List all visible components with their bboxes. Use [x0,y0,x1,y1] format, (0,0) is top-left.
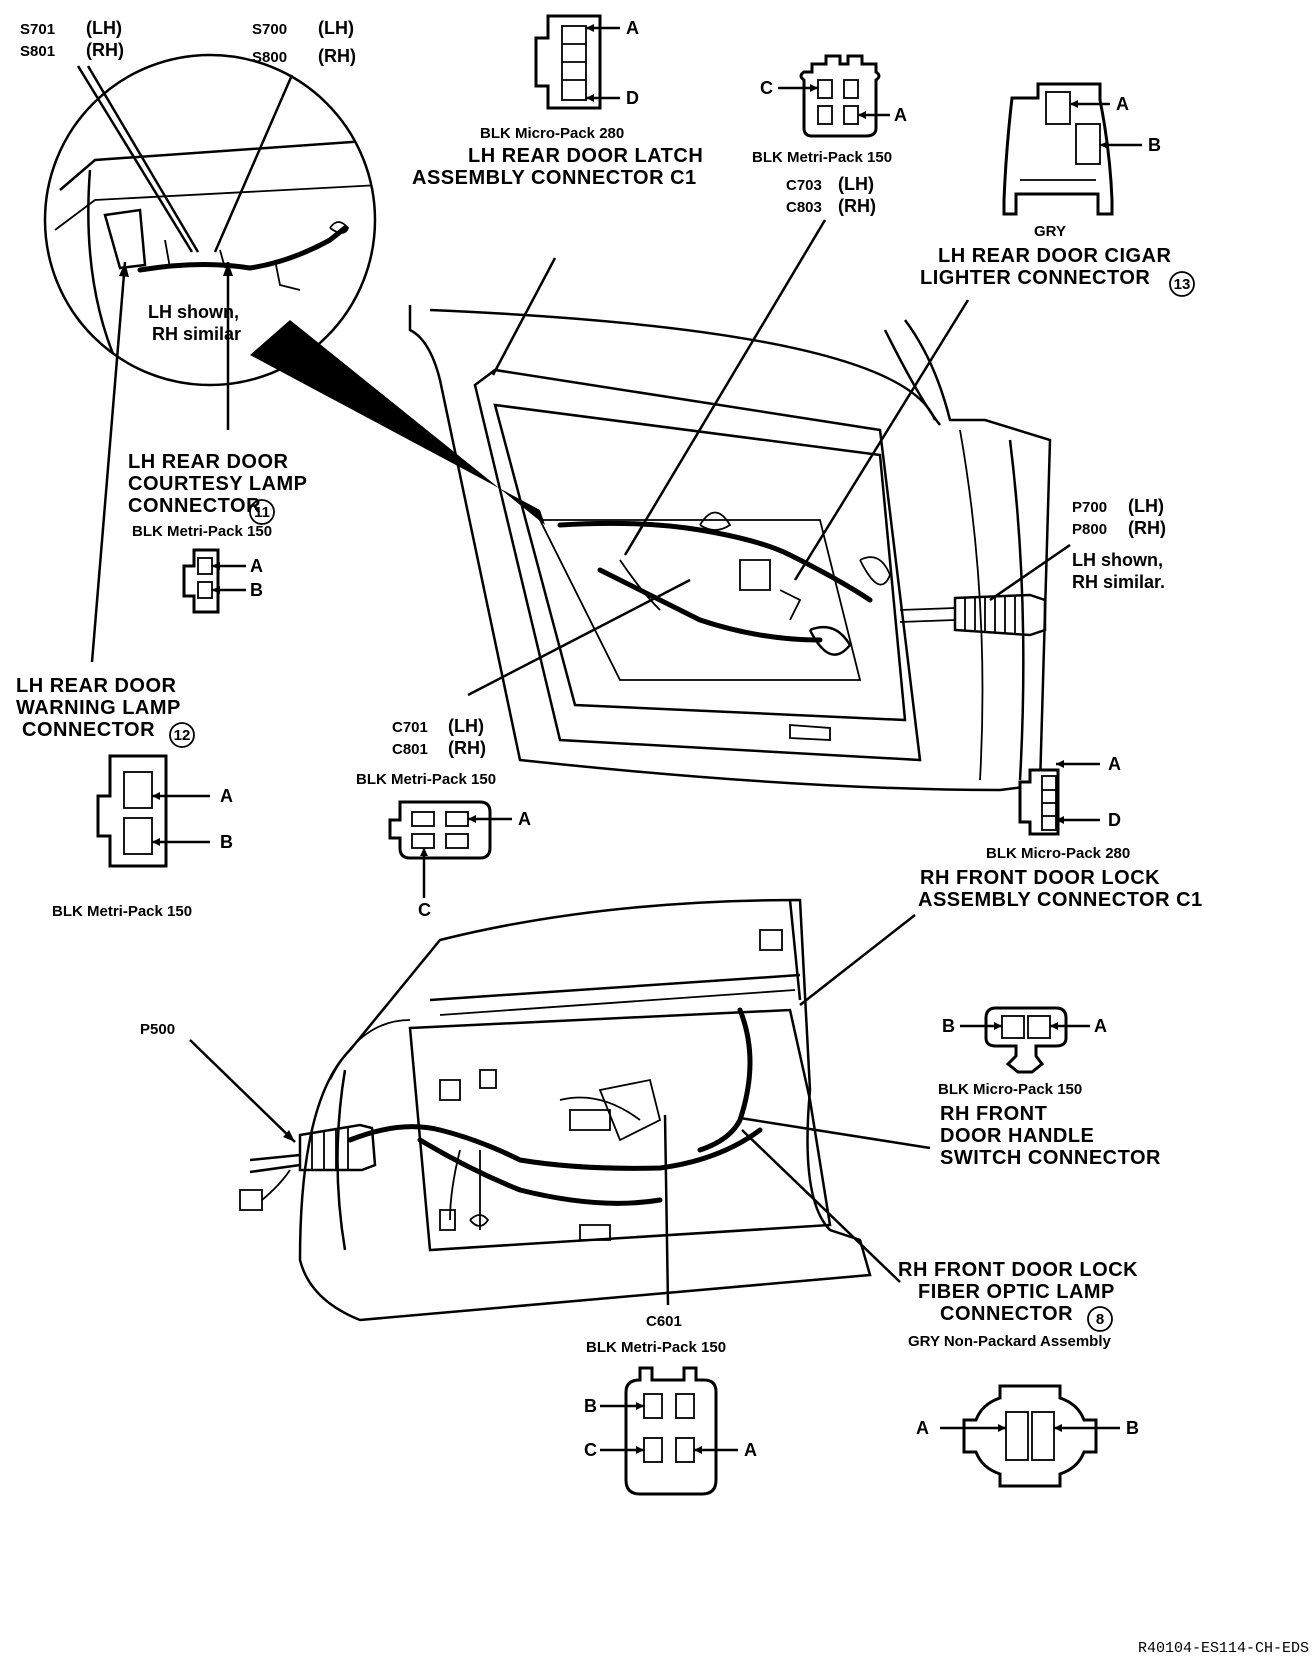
p700-name: P700 [1072,499,1107,516]
fiber-title3: CONNECTOR [940,1303,1073,1325]
fiber-title2: FIBER OPTIC LAMP [918,1281,1115,1303]
c801-name: C801 [392,741,428,758]
c703-pin-c: C [760,78,773,98]
c803-rh: (RH) [838,196,876,216]
fiber-title1: RH FRONT DOOR LOCK [898,1259,1138,1281]
front-lock-type: BLK Micro-Pack 280 [986,845,1130,862]
c701-name: C701 [392,719,428,736]
fiber-type: GRY Non-Packard Assembly [908,1333,1112,1350]
inset-detail: LH shown, RH similar [43,53,545,525]
front-lock-connector: A D BLK Micro-Pack 280 RH FRONT DOOR LOC… [799,754,1203,1006]
p700-lh: (LH) [1128,496,1164,516]
s801-rh: (RH) [86,40,124,60]
s801-label: S801 [20,43,55,60]
fiber-pin-b: B [1126,1418,1139,1438]
handle-title2: DOOR HANDLE [940,1125,1094,1147]
front-lock-title2: ASSEMBLY CONNECTOR C1 [918,889,1203,911]
p700-note1: LH shown, [1072,550,1163,570]
s800-label: S800 [252,49,287,66]
warning-title1: LH REAR DOOR [16,675,177,697]
rear-latch-title2: ASSEMBLY CONNECTOR C1 [412,167,697,189]
p800-name: P800 [1072,521,1107,538]
fiber-pin-a: A [916,1418,929,1438]
front-lock-pin-a: A [1108,754,1121,774]
courtesy-title1: LH REAR DOOR [128,451,289,473]
c703-lh: (LH) [838,174,874,194]
p500-label: P500 [140,1021,296,1143]
s700-lh: (LH) [318,18,354,38]
s700-label: S700 [252,21,287,38]
courtesy-connector: LH REAR DOOR COURTESY LAMP CONNECTOR 11 … [128,262,307,614]
c803-name: C803 [786,199,822,216]
p700-label: P700 (LH) P800 (RH) LH shown, RH similar… [989,496,1166,602]
courtesy-pin-a: A [250,556,263,576]
p800-rh: (RH) [1128,518,1166,538]
c703-name: C703 [786,177,822,194]
handle-pin-b: B [942,1016,955,1036]
handle-title1: RH FRONT [940,1103,1047,1125]
warning-num: 12 [174,727,191,744]
c701-pin-a: A [518,809,531,829]
cigar-title1: LH REAR DOOR CIGAR [938,245,1172,267]
courtesy-pin-b: B [250,580,263,600]
warning-pin-a: A [220,786,233,806]
courtesy-title3: CONNECTOR [128,495,261,517]
front-lock-pin-d: D [1108,810,1121,830]
cigar-pin-a: A [1116,94,1129,114]
s701-lh: (LH) [86,18,122,38]
handle-connector: B A BLK Micro-Pack 150 RH FRONT DOOR HAN… [739,1006,1161,1169]
c703-type: BLK Metri-Pack 150 [752,149,892,166]
handle-pin-a: A [1094,1016,1107,1036]
rear-latch-pin-a: A [626,18,639,38]
c601-pin-a: A [744,1440,757,1460]
p700-note2: RH similar. [1072,572,1165,592]
cigar-title2: LIGHTER CONNECTOR [920,267,1150,289]
handle-title3: SWITCH CONNECTOR [940,1147,1161,1169]
s701-label: S701 [20,21,55,38]
cigar-pin-b: B [1148,135,1161,155]
s800-rh: (RH) [318,46,356,66]
c701-pin-c: C [418,900,431,920]
warning-pin-b: B [220,832,233,852]
handle-type: BLK Micro-Pack 150 [938,1081,1082,1098]
inset-note-line1: LH shown, [148,302,239,322]
warning-type: BLK Metri-Pack 150 [52,903,192,920]
courtesy-type: BLK Metri-Pack 150 [132,523,272,540]
c701-type: BLK Metri-Pack 150 [356,771,496,788]
c601-pin-c: C [584,1440,597,1460]
courtesy-title2: COURTESY LAMP [128,473,307,495]
c703-pin-a: A [894,105,907,125]
p500-name: P500 [140,1021,175,1038]
rear-latch-pin-d: D [626,88,639,108]
splice-labels: S701 (LH) S801 (RH) S700 (LH) S800 (RH) [20,18,356,253]
inset-note-line2: RH similar [152,324,241,344]
c701-lh: (LH) [448,716,484,736]
cigar-connector: A B GRY LH REAR DOOR CIGAR LIGHTER CONNE… [793,82,1195,581]
fiber-connector: RH FRONT DOOR LOCK FIBER OPTIC LAMP CONN… [741,1129,1139,1488]
p500-grommet [239,1123,377,1211]
cigar-color: GRY [1034,223,1066,240]
courtesy-num: 11 [254,504,270,521]
rear-door [408,305,1052,792]
rear-latch-connector: A D BLK Micro-Pack 280 LH REAR DOOR LATC… [412,14,703,376]
c601-name: C601 [646,1313,682,1330]
c601-type: BLK Metri-Pack 150 [586,1339,726,1356]
c703-connector: C A BLK Metri-Pack 150 C703 (LH) C803 (R… [623,54,907,556]
warning-title2: WARNING LAMP [16,697,181,719]
warning-title3: CONNECTOR [22,719,155,741]
p700-grommet [899,593,1047,637]
warning-connector: LH REAR DOOR WARNING LAMP CONNECTOR 12 A… [16,261,233,920]
front-lock-title1: RH FRONT DOOR LOCK [920,867,1160,889]
front-door [239,898,872,1322]
c601-pin-b: B [584,1396,597,1416]
reference-code: R40104-ES114-CH-EDS [1138,1640,1309,1657]
c701-connector: C701 (LH) C801 (RH) BLK Metri-Pack 150 A… [356,578,691,920]
c801-rh: (RH) [448,738,486,758]
cigar-num: 13 [1174,276,1191,293]
c601-connector: C601 BLK Metri-Pack 150 B C A [584,1114,757,1496]
fiber-num: 8 [1096,1311,1104,1328]
rear-latch-type: BLK Micro-Pack 280 [480,125,624,142]
rear-latch-title1: LH REAR DOOR LATCH [468,145,703,167]
